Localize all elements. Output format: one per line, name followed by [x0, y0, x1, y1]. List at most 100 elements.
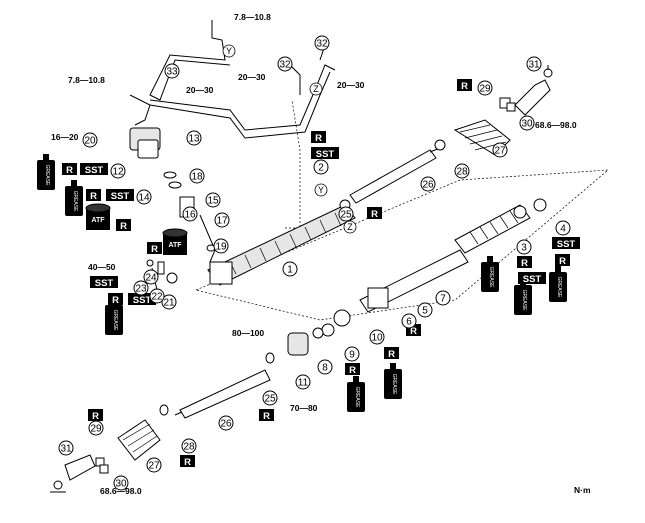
svg-text:GREASE: GREASE [44, 165, 50, 187]
grease-tube-icon: GREASE [37, 154, 55, 190]
callout-25: 25 [338, 206, 354, 222]
pinion-housing [137, 139, 159, 159]
svg-text:R: R [66, 165, 73, 176]
callout-number: 8 [322, 363, 328, 374]
clip-28-upper [434, 139, 446, 151]
replace-tag: R [367, 207, 382, 220]
callout-19: 19 [213, 238, 229, 254]
callout-number: 19 [215, 242, 227, 253]
callout-9: 9 [344, 346, 360, 362]
washer-9 [321, 323, 335, 337]
callout-3: 3 [516, 239, 532, 255]
replace-tag: R [88, 409, 103, 422]
svg-text:Y: Y [226, 46, 232, 56]
callout-number: 3 [521, 243, 527, 254]
pipe-clip [129, 94, 151, 126]
tie-rod-lower-thread [174, 411, 183, 416]
sst-tag: SST [106, 189, 134, 202]
callout-number: 31 [60, 444, 72, 455]
callout-16: 16 [182, 206, 198, 222]
housing-end [209, 261, 233, 285]
piston-6 [367, 287, 389, 309]
torque-value: 68.6—98.0 [535, 120, 577, 130]
torque-value: 20—30 [337, 80, 365, 90]
callout-32: 32 [277, 56, 293, 72]
callout-11: 11 [295, 374, 311, 390]
torque-value: 80—100 [232, 328, 264, 338]
reference-marker-z: Z [343, 220, 357, 234]
callout-number: 13 [188, 134, 200, 145]
callout-number: 7 [440, 294, 446, 305]
svg-text:ATF: ATF [91, 217, 105, 224]
callout-27: 27 [492, 142, 508, 158]
callout-number: 4 [560, 224, 566, 235]
washer-25-lower [265, 352, 275, 364]
reference-marker-y: Y [222, 44, 236, 58]
bushing-3 [513, 205, 527, 219]
tie-rod-end-lower [50, 454, 96, 493]
callout-8: 8 [317, 359, 333, 375]
svg-text:SST: SST [85, 165, 104, 176]
svg-text:R: R [151, 244, 158, 255]
callout-31: 31 [526, 56, 542, 72]
assembly-outline [194, 169, 610, 321]
callout-number: 21 [163, 298, 175, 309]
callout-13: 13 [186, 130, 202, 146]
callout-22: 22 [149, 288, 165, 304]
callout-23: 23 [133, 280, 149, 296]
callout-number: 30 [521, 119, 533, 130]
callout-number: 20 [84, 136, 96, 147]
svg-text:ATF: ATF [168, 242, 182, 249]
replace-tag: R [517, 256, 532, 269]
callout-number: 18 [191, 172, 203, 183]
callout-12: 12 [110, 163, 126, 179]
callout-number: 24 [145, 273, 157, 284]
replace-tag: R [384, 347, 399, 360]
svg-text:R: R [410, 326, 417, 337]
replace-tag: R [345, 363, 360, 376]
clip-28-lower [159, 404, 169, 416]
callout-number: 17 [216, 216, 228, 227]
svg-text:R: R [112, 295, 119, 306]
callout-28: 28 [454, 163, 470, 179]
callout-number: 6 [406, 317, 412, 328]
atf-can-icon: ATF [85, 203, 111, 230]
replace-tag: R [180, 455, 195, 468]
svg-text:R: R [461, 81, 468, 92]
callout-26: 26 [218, 415, 234, 431]
callout-number: 10 [371, 333, 383, 344]
svg-text:R: R [388, 349, 395, 360]
svg-text:GREASE: GREASE [521, 290, 527, 312]
callout-number: 31 [528, 60, 540, 71]
torque-value: 16—20 [51, 132, 79, 142]
cylinder-tube [454, 204, 531, 254]
callout-number: 23 [135, 284, 147, 295]
sst-tag: SST [90, 276, 118, 289]
svg-text:R: R [521, 258, 528, 269]
housing-ribs [229, 212, 342, 275]
grease-tube-icon: GREASE [549, 266, 567, 302]
tie-rod-lower [179, 369, 271, 419]
svg-text:R: R [371, 209, 378, 220]
callout-7: 7 [435, 290, 451, 306]
callout-number: 9 [349, 350, 355, 361]
callout-21: 21 [161, 294, 177, 310]
callout-number: 32 [316, 39, 328, 50]
callout-number: 29 [479, 84, 491, 95]
reference-marker-y: Y [314, 183, 328, 197]
callout-4: 4 [555, 220, 571, 236]
callout-29: 29 [88, 420, 104, 436]
callout-number: 22 [151, 292, 163, 303]
yoke-21 [166, 272, 178, 284]
callout-number: 11 [298, 378, 309, 389]
seal-10 [333, 309, 351, 327]
callout-number: 26 [220, 419, 232, 430]
callout-6: 6 [401, 313, 417, 329]
callout-number: 15 [207, 196, 219, 207]
nut-24 [146, 259, 154, 267]
callout-number: 5 [422, 306, 428, 317]
svg-text:Z: Z [313, 84, 319, 94]
svg-text:SST: SST [95, 278, 114, 289]
callout-number: 25 [264, 394, 276, 405]
